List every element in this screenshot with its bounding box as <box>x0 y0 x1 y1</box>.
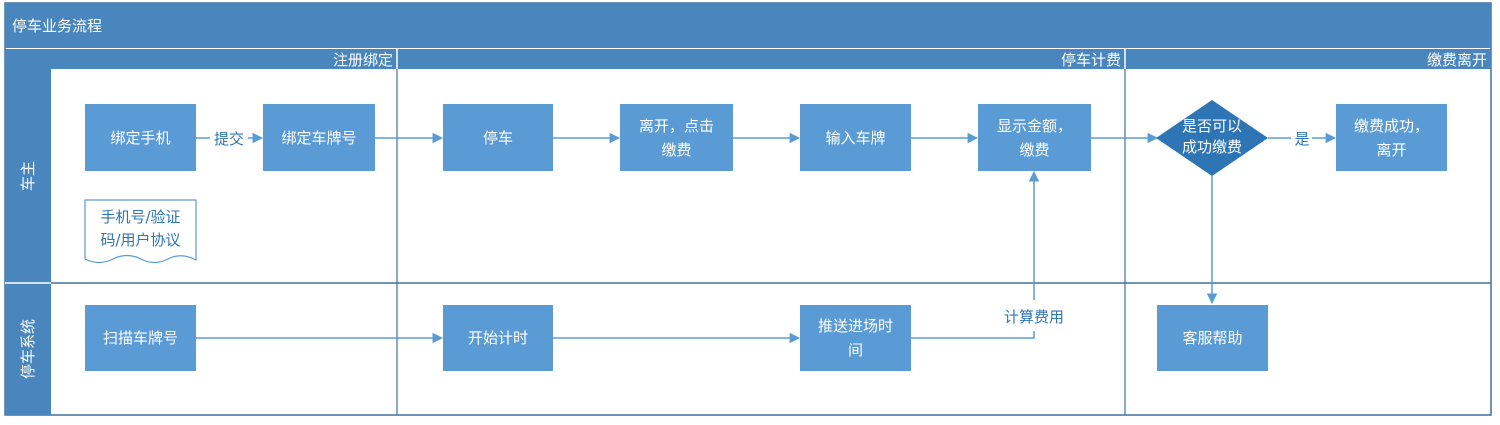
node-start-timing-label: 开始计时 <box>468 329 528 347</box>
lane-label-system: 停车系统 <box>19 319 37 379</box>
node-customer-service-label: 客服帮助 <box>1182 329 1242 347</box>
node-can-pay-decision <box>1156 100 1268 176</box>
node-push-time <box>800 305 911 371</box>
node-bind-phone <box>85 104 196 171</box>
node-pay-success-label-2: 离开 <box>1376 141 1406 159</box>
node-bind-plate <box>263 104 375 171</box>
title-bar <box>5 3 1491 48</box>
lane-label-column <box>5 69 51 415</box>
lane-label-owner: 车主 <box>19 161 37 191</box>
node-customer-service <box>1157 305 1268 371</box>
diagram-title: 停车业务流程 <box>12 17 102 35</box>
node-pay-success-label-1: 缴费成功， <box>1354 117 1429 135</box>
phase-label-register: 注册绑定 <box>333 51 393 69</box>
edge-label-submit: 提交 <box>214 130 244 148</box>
phase-label-parking: 停车计费 <box>1061 51 1121 69</box>
node-show-amount-label-1: 显示金额， <box>997 117 1072 135</box>
node-leave-pay <box>620 104 733 171</box>
node-bind-phone-label: 绑定手机 <box>110 129 170 147</box>
phase-header-row <box>5 49 1491 69</box>
doc-phone-code-agreement <box>84 199 197 264</box>
node-bind-plate-label: 绑定车牌号 <box>281 129 356 147</box>
node-leave-pay-label-1: 离开，点击 <box>639 117 714 135</box>
node-push-time-label-2: 间 <box>848 341 863 359</box>
node-can-pay-label-1: 是否可以 <box>1182 117 1242 135</box>
phase-label-payment: 缴费离开 <box>1427 51 1487 69</box>
node-scan-plate-label: 扫描车牌号 <box>103 329 178 347</box>
edge-label-yes: 是 <box>1294 130 1309 148</box>
doc-label-2: 码/用户协议 <box>100 231 180 249</box>
node-push-time-label-1: 推送进场时 <box>818 317 893 335</box>
edge-label-calc-fee: 计算费用 <box>1004 308 1064 326</box>
node-input-plate-label: 输入车牌 <box>825 129 885 147</box>
node-park <box>443 104 553 171</box>
node-pay-success <box>1336 104 1447 171</box>
node-input-plate <box>800 104 911 171</box>
connectors <box>196 132 1337 344</box>
node-show-amount-label-2: 缴费 <box>1019 141 1049 159</box>
node-start-timing <box>443 305 553 371</box>
node-park-label: 停车 <box>483 129 513 147</box>
doc-label-1: 手机号/验证 <box>100 208 180 226</box>
node-leave-pay-label-2: 缴费 <box>661 141 691 159</box>
node-scan-plate <box>85 305 196 371</box>
node-can-pay-label-2: 成功缴费 <box>1182 138 1242 156</box>
node-show-amount <box>978 104 1091 171</box>
